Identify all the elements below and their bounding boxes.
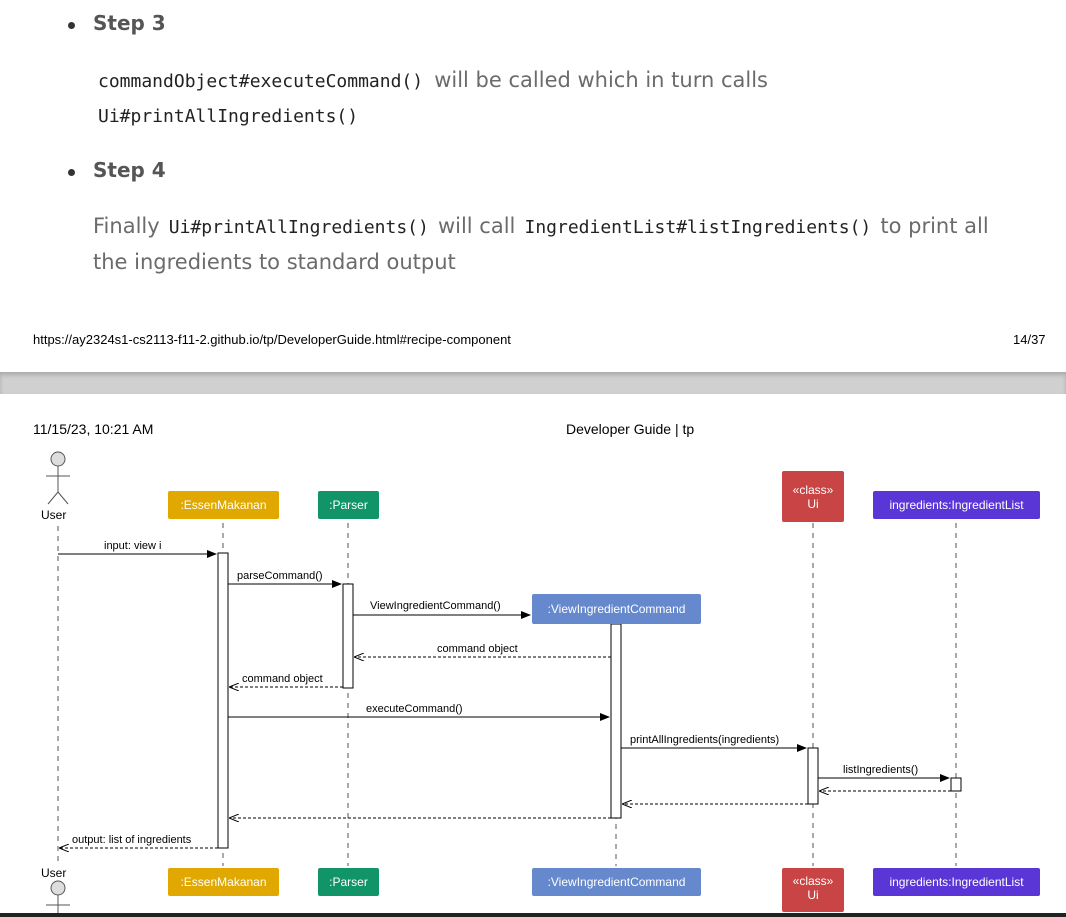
participant-ui-name: Ui	[807, 496, 819, 511]
participant-ui-stereotype: «class»	[792, 482, 834, 497]
step-4-text-finally: Finally	[93, 214, 160, 238]
participant-ui-bottom: «class» Ui	[782, 868, 844, 912]
actor-user-top	[46, 451, 70, 505]
actor-user-bottom	[46, 880, 70, 917]
step-4-line-1: Finally Ui#printAllIngredients() will ca…	[93, 214, 989, 238]
msg-command-object-2: command object	[242, 673, 323, 685]
page-fragment-bottom: 11/15/23, 10:21 AM Developer Guide | tp	[0, 394, 1066, 917]
participant-inglist-bottom: ingredients:IngredientList	[873, 868, 1040, 896]
activation-viewcmd	[610, 623, 622, 819]
activation-ui	[807, 747, 819, 805]
activation-parser	[342, 583, 354, 689]
step-4-heading: Step 4	[93, 158, 166, 182]
actor-user-bottom-label: User	[41, 866, 66, 880]
footer-url[interactable]: https://ay2324s1-cs2113-f11-2.github.io/…	[33, 332, 511, 347]
activation-inglist	[950, 777, 962, 792]
participant-viewcmd-top: :ViewIngredientCommand	[532, 594, 701, 624]
step-4-text-print-all: to print all	[880, 214, 989, 238]
msg-output-list: output: list of ingredients	[72, 834, 192, 846]
sequence-diagram: User User input: view i parseComm	[0, 394, 1066, 917]
step-4-code-list: IngredientList#listIngredients()	[524, 217, 872, 238]
participant-parser-top: :Parser	[318, 491, 379, 519]
step-4-text-will-call: will call	[437, 214, 516, 238]
step-3-heading: Step 3	[93, 11, 166, 35]
participant-inglist-top: ingredients:IngredientList	[873, 491, 1040, 519]
page-bottom-border	[0, 913, 1066, 917]
msg-input-view-i: input: view i	[104, 540, 161, 552]
header-datetime: 11/15/23, 10:21 AM	[33, 421, 154, 437]
activation-essen	[217, 552, 229, 849]
step-3-line-2: Ui#printAllIngredients()	[98, 106, 358, 127]
footer-page-number: 14/37	[1013, 332, 1046, 347]
header-title: Developer Guide | tp	[566, 421, 695, 437]
participant-essen-top: :EssenMakanan	[168, 491, 279, 519]
participant-ui-bottom-name: Ui	[807, 888, 819, 902]
msg-view-ingredient-command: ViewIngredientCommand()	[370, 600, 501, 612]
step-3-code-print: Ui#printAllIngredients()	[98, 106, 359, 127]
sequence-diagram-lines: User User input: view i parseComm	[41, 451, 962, 917]
step-4-text-output: the ingredients to standard output	[93, 250, 456, 274]
step-3-text: will be called which in turn calls	[434, 68, 768, 92]
participant-parser-bottom: :Parser	[318, 868, 379, 896]
participant-ui-bottom-stereotype: «class»	[792, 874, 834, 888]
page-separator	[0, 372, 1066, 394]
participant-ui-top: «class» Ui	[782, 471, 844, 522]
participant-viewcmd-bottom: :ViewIngredientCommand	[532, 868, 701, 896]
msg-execute-command: executeCommand()	[366, 703, 463, 715]
msg-parse-command: parseCommand()	[237, 570, 323, 582]
actor-user-top-label: User	[41, 508, 66, 522]
msg-print-all-ingredients: printAllIngredients(ingredients)	[630, 734, 779, 746]
page-fragment-top: Step 3 commandObject#executeCommand() wi…	[0, 0, 1066, 372]
msg-command-object-1: command object	[437, 643, 518, 655]
step-3-line-1: commandObject#executeCommand() will be c…	[98, 68, 768, 92]
step-3-code-execute: commandObject#executeCommand()	[98, 71, 424, 92]
bullet-step-4	[68, 169, 75, 176]
bullet-step-3	[68, 22, 75, 29]
step-4-line-2: the ingredients to standard output	[93, 250, 456, 274]
participant-essen-bottom: :EssenMakanan	[168, 868, 279, 896]
step-4-code-print: Ui#printAllIngredients()	[168, 217, 429, 238]
msg-list-ingredients: listIngredients()	[843, 764, 918, 776]
